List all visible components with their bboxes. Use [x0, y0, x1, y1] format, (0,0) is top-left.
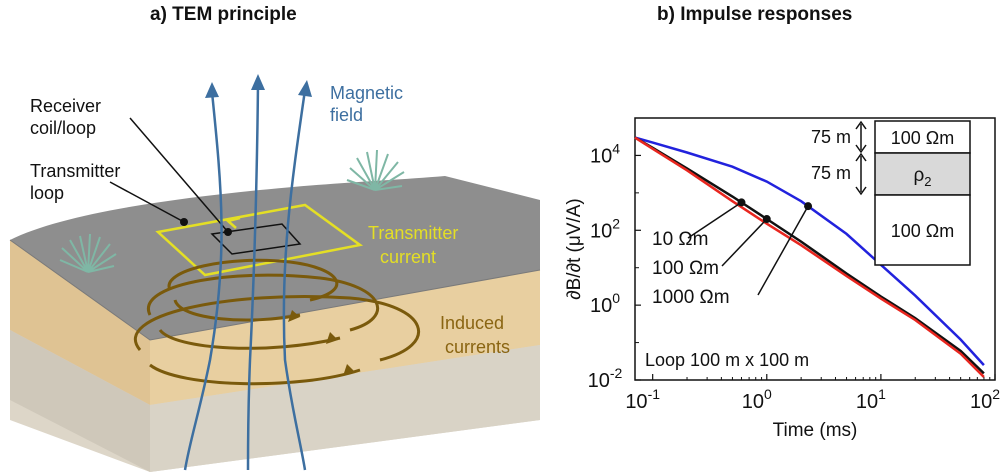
- inset-bottom-resistivity: 100 Ωm: [891, 221, 954, 241]
- magnetic-field-arrow-icons: [205, 74, 312, 98]
- curve-dot: [762, 215, 771, 224]
- sand-left-face: [10, 240, 150, 405]
- magnetic-field-label-line2: field: [330, 105, 364, 125]
- thickness-arrowheads-1: [855, 120, 867, 154]
- x-tick-label: 10-1: [625, 386, 660, 413]
- panel-a-title: a) TEM principle: [150, 4, 297, 25]
- receiver-label-line2: coil/loop: [30, 118, 97, 138]
- curve-leader-line: [687, 201, 742, 239]
- receiver-leader-line: [129, 117, 229, 233]
- surface-edge: [9, 239, 541, 341]
- curve-dot: [737, 198, 746, 207]
- induced-current-loops: [133, 258, 421, 386]
- panel-b-title: b) Impulse responses: [657, 4, 853, 25]
- x-tick-label: 101: [856, 386, 886, 413]
- plant-left-icon: [59, 233, 117, 273]
- y-tick-label: 10-2: [588, 365, 623, 392]
- y-tick-label: 100: [590, 290, 620, 317]
- plant-right-icon: [346, 149, 405, 191]
- y-tick-label: 104: [590, 140, 620, 167]
- tem-diagram: [9, 74, 541, 472]
- receiver-loop: [210, 223, 302, 255]
- ground-surface: [10, 176, 540, 340]
- inset-bottom-layer: [874, 194, 971, 266]
- loop-label: Loop 100 m x 100 m: [645, 350, 809, 370]
- transmitter-leader-line: [109, 181, 185, 223]
- curve-label: 10 Ωm: [652, 229, 708, 250]
- inset-mid-thickness: 75 m: [811, 163, 851, 183]
- induced-currents-label-line2: currents: [445, 337, 511, 357]
- transmitter-current-label-line1: Transmitter: [368, 223, 459, 243]
- inset-mid-resistivity: ρ2: [913, 165, 931, 189]
- inset-top-thickness: 75 m: [811, 127, 851, 147]
- transmitter-dot: [180, 218, 188, 226]
- transmitter-loop-label-line2: loop: [30, 183, 65, 203]
- x-tick-label: 100: [742, 386, 772, 413]
- curve-label: 100 Ωm: [652, 258, 719, 279]
- inset-top-layer: [874, 120, 971, 154]
- induced-currents-label-line1: Induced: [440, 313, 505, 333]
- curve-leader-line: [757, 205, 809, 296]
- y-tick-label: 102: [590, 215, 620, 242]
- magnetic-field-lines: [183, 83, 307, 471]
- series-line-3: [634, 136, 985, 366]
- y-axis-label: ∂B/∂t (μV/A): [564, 198, 585, 300]
- curve-label: 1000 Ωm: [652, 287, 730, 308]
- inset-top-resistivity: 100 Ωm: [891, 128, 954, 148]
- receiver-dot: [224, 228, 232, 236]
- curve-dot: [804, 202, 813, 211]
- plot-frame: [634, 117, 996, 381]
- sand-front-face: [150, 270, 540, 405]
- series-line-1: [634, 136, 985, 378]
- x-axis-label: Time (ms): [773, 420, 858, 441]
- magnetic-field-label-line1: Magnetic: [330, 83, 404, 103]
- curve-leader-line: [721, 218, 768, 267]
- series-line-2: [634, 136, 985, 375]
- lower-left-face: [10, 330, 150, 472]
- transmitter-current-label-line2: current: [380, 247, 437, 267]
- thickness-arrowheads-2: [855, 152, 867, 196]
- receiver-label-line1: Receiver: [30, 96, 102, 116]
- x-tick-label: 102: [970, 386, 1000, 413]
- transmitter-arrow-icon: [225, 216, 241, 229]
- transmitter-loop-label-line1: Transmitter: [30, 161, 121, 181]
- induced-current-arrow-icons: [288, 310, 355, 376]
